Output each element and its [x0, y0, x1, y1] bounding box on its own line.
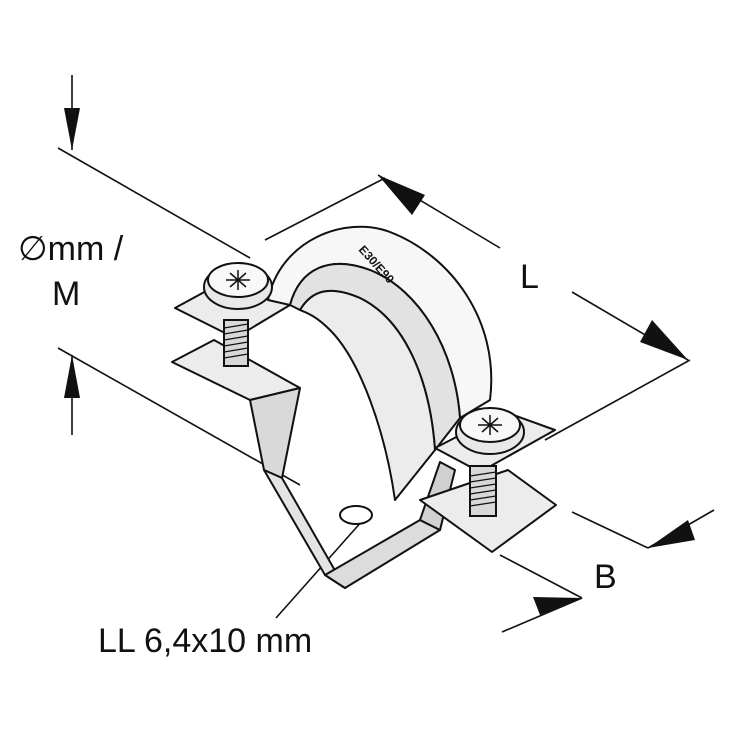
screw-left-cross-icon — [226, 270, 250, 290]
width-label: B — [594, 558, 617, 596]
length-arrowhead-a — [378, 175, 425, 215]
screw-left — [203, 262, 273, 367]
diameter-arrowhead-top — [64, 108, 80, 150]
width-dim-bottom — [499, 554, 583, 599]
base-bottom — [324, 519, 441, 589]
length-extension-right — [544, 359, 691, 441]
length-label: L — [520, 258, 539, 296]
screw-right — [455, 407, 525, 517]
dimension-lines — [57, 75, 715, 633]
thread-label: M — [52, 275, 80, 313]
length-extension-left — [264, 177, 386, 241]
mounting-slot — [339, 505, 373, 525]
diameter-extension-bottom — [57, 347, 301, 486]
length-arrowhead-b — [640, 320, 688, 360]
diameter-label: ∅mm / — [18, 230, 124, 268]
screw-right-cross-icon — [478, 415, 502, 435]
slot-leader-line — [275, 519, 364, 619]
width-extension-bottom — [501, 597, 583, 633]
slot-label: LL 6,4x10 mm — [98, 622, 312, 660]
width-dim-top — [571, 511, 649, 549]
strap-inner — [299, 289, 436, 501]
width-arrowhead-bottom — [533, 597, 582, 615]
width-arrowhead-top — [648, 520, 695, 548]
diameter-arrowhead-bottom — [64, 355, 80, 398]
diameter-extension-top — [57, 147, 251, 259]
base-wall-left — [249, 387, 301, 479]
